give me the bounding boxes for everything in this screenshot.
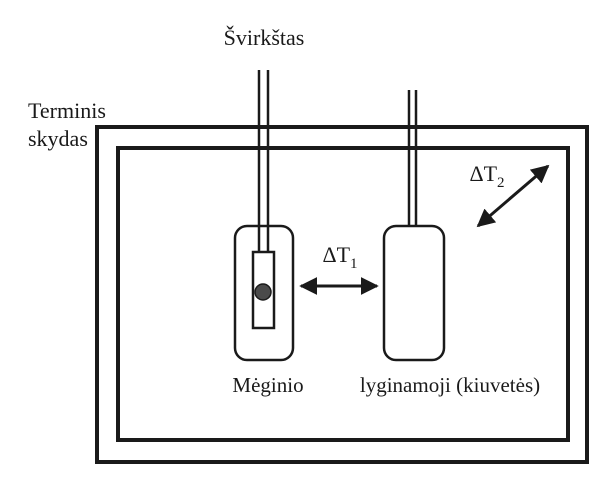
sample-label: Mėginio [232, 373, 303, 397]
delta-t2-label: ΔT2 [469, 161, 504, 191]
delta-t2-symbol: ΔT [469, 161, 497, 186]
syringe-label: Švirkštas [224, 25, 305, 50]
delta-t2-subscript: 2 [497, 175, 505, 191]
delta-t1-subscript: 1 [350, 256, 358, 272]
delta-t2-arrow [476, 164, 550, 228]
thermal-shield-label-line1: Terminis [28, 98, 106, 123]
syringe-tube [257, 70, 270, 250]
thermal-shield-outer [95, 125, 589, 464]
delta-t1-symbol: ΔT [322, 242, 350, 267]
reference-label: lyginamoji (kiuvetės) [360, 373, 540, 397]
stirrer-ball [254, 283, 272, 301]
reference-capillary [407, 90, 418, 226]
reference-cell [382, 224, 446, 362]
thermal-shield-inner [116, 146, 570, 442]
thermal-shield-label-line2: skydas [28, 126, 88, 151]
syringe-needle-inside [257, 226, 270, 252]
delta-t1-label: ΔT1 [322, 242, 357, 272]
